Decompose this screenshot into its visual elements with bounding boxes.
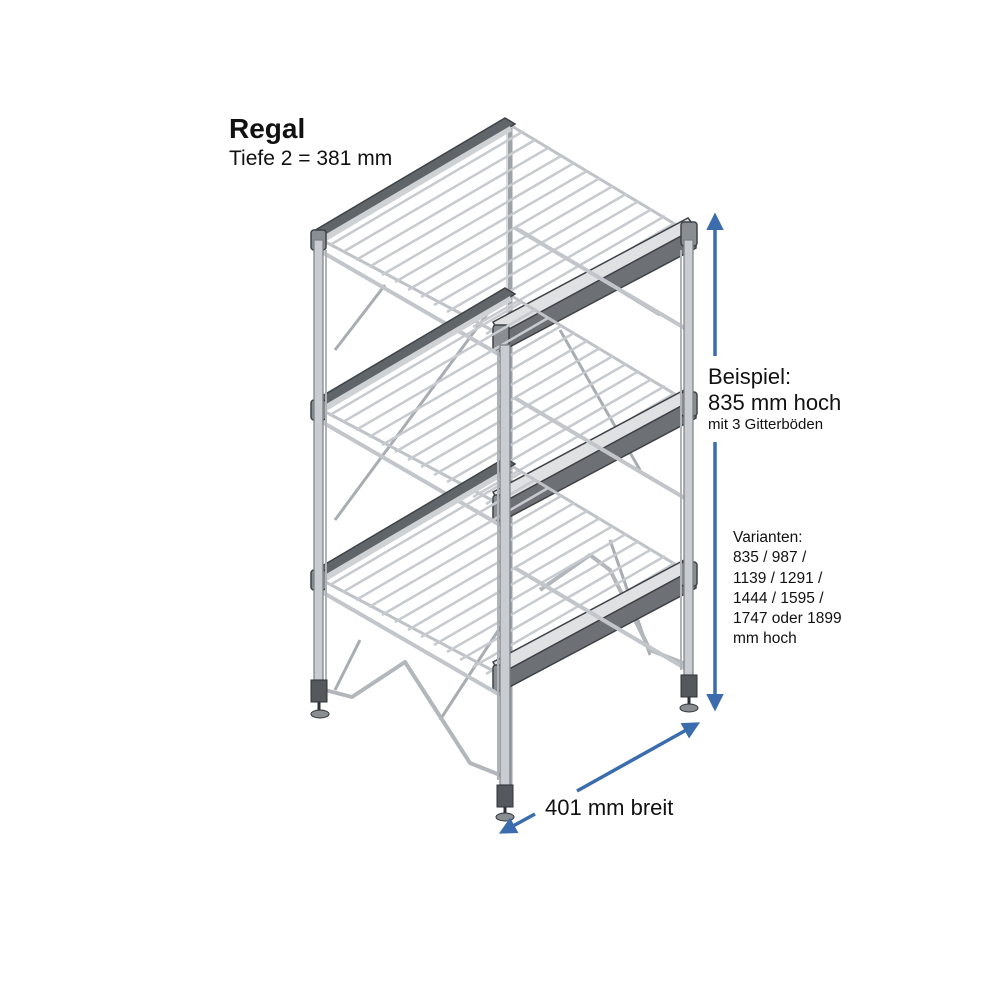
depth-spec: Tiefe 2 = 381 mm xyxy=(229,147,393,170)
height-example-label: Beispiel: xyxy=(708,364,792,389)
product-title: Regal xyxy=(229,113,306,144)
height-annotation: Beispiel: 835 mm hoch mit 3 Gitterböden xyxy=(708,364,841,434)
height-value: 835 mm hoch xyxy=(708,390,842,415)
height-variants: Varianten: 835 / 987 / 1139 / 1291 / 144… xyxy=(733,528,842,650)
variants-heading: Varianten: xyxy=(733,529,803,546)
variant-line: 1139 / 1291 / xyxy=(733,569,823,587)
width-dimension-arrow xyxy=(498,722,701,834)
variant-line: 1444 / 1595 / xyxy=(733,589,824,607)
variant-line: mm hoch xyxy=(733,630,797,648)
shelf-count-note: mit 3 Gitterböden xyxy=(708,416,824,433)
leveling-feet xyxy=(310,674,699,822)
variant-line: 1747 oder 1899 xyxy=(733,610,842,628)
variant-line: 835 / 987 / xyxy=(733,549,807,567)
front-posts xyxy=(313,239,694,786)
width-annotation: 401 mm breit xyxy=(545,795,674,820)
shelf-levels xyxy=(309,117,699,697)
